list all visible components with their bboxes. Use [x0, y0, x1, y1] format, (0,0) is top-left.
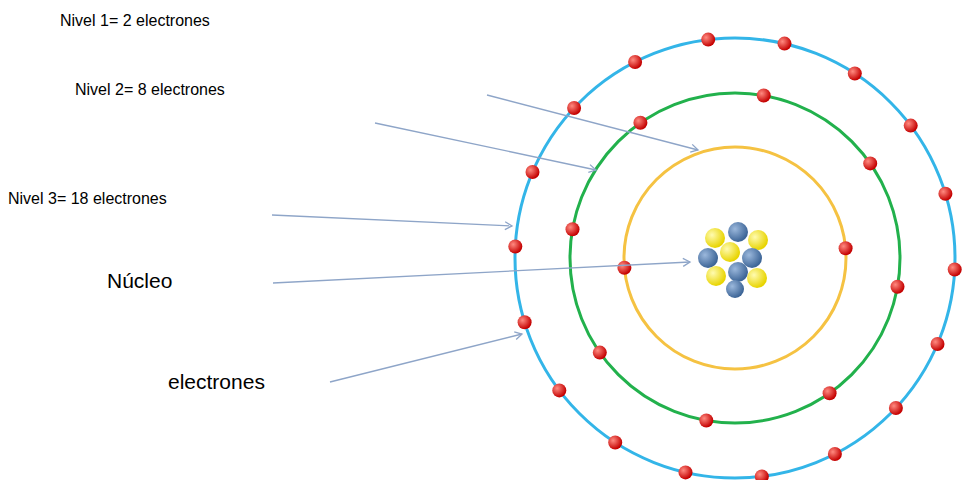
electron — [848, 67, 862, 81]
electron — [839, 241, 853, 255]
electron — [608, 436, 622, 450]
part-label: electrones — [168, 369, 265, 394]
electron — [931, 337, 945, 351]
electron — [891, 280, 905, 294]
electron — [567, 101, 581, 115]
electron — [526, 165, 540, 179]
electrons — [508, 33, 961, 480]
level-label: Nivel 3= 18 electrones — [8, 189, 167, 208]
electron — [679, 465, 693, 479]
level-label: Nivel 2= 8 electrones — [75, 80, 225, 99]
electron — [508, 240, 522, 254]
electron — [757, 89, 771, 103]
part-label: Núcleo — [107, 268, 172, 293]
electron — [552, 383, 566, 397]
orbit-3 — [515, 38, 955, 478]
leader-lines — [272, 95, 698, 382]
electron — [633, 116, 647, 130]
electron — [778, 37, 792, 51]
electron — [948, 263, 962, 277]
electron — [938, 187, 952, 201]
electron — [889, 401, 903, 415]
electron — [701, 33, 715, 47]
nucleus — [698, 222, 768, 298]
electron — [518, 315, 532, 329]
electron — [628, 55, 642, 69]
electron — [593, 346, 607, 360]
orbit-1 — [624, 147, 846, 369]
electron — [755, 469, 769, 480]
electron — [823, 386, 837, 400]
level-label: Nivel 1= 2 electrones — [60, 11, 210, 30]
electron — [828, 447, 842, 461]
electron — [617, 261, 631, 275]
orbit-2 — [570, 93, 900, 423]
electron — [566, 222, 580, 236]
electron — [904, 119, 918, 133]
electron — [699, 414, 713, 428]
electron — [863, 156, 877, 170]
